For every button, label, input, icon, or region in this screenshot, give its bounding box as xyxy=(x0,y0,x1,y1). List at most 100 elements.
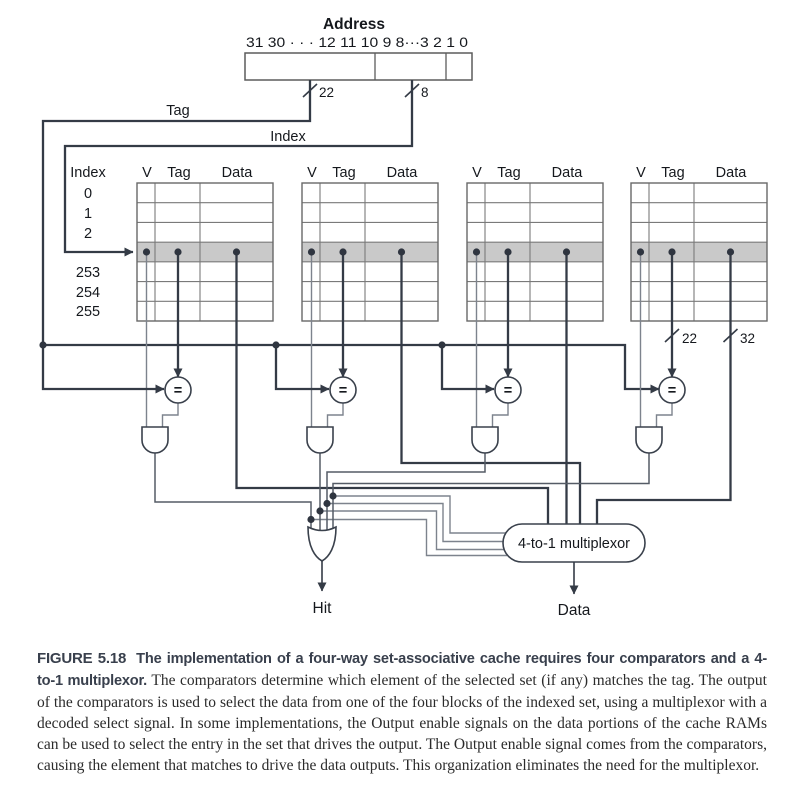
caption-body: The comparators determine which element … xyxy=(37,672,767,774)
data-line xyxy=(400,252,582,524)
bank-header-tag: Tag xyxy=(661,165,684,181)
mux-select-line xyxy=(320,510,506,551)
bank-header-v: V xyxy=(472,165,482,181)
row-label-254: 254 xyxy=(76,285,100,301)
selected-set-row xyxy=(137,242,273,262)
bank-header-data: Data xyxy=(222,165,254,181)
bank-table xyxy=(136,182,274,322)
cache-bank-4: V Tag Data = xyxy=(329,165,768,534)
comparator-symbol: = xyxy=(668,383,676,399)
address-box xyxy=(244,52,473,81)
bank-table xyxy=(301,182,439,322)
bank-header-v: V xyxy=(142,165,152,181)
mux-select-line xyxy=(333,495,507,534)
address-bit-labels: 31 30 · · · 12 11 10 9 8···3 2 1 0 xyxy=(246,35,468,50)
or-gate xyxy=(307,525,337,562)
bank-header-data: Data xyxy=(716,165,748,181)
and-output xyxy=(154,453,312,530)
comparator-3 xyxy=(494,376,522,404)
and-gate-4 xyxy=(635,426,663,454)
tag-width-label: 22 xyxy=(319,85,334,100)
comparator-symbol: = xyxy=(504,383,512,399)
figure-diagram: Address 31 30 · · · 12 11 10 9 8···3 2 1… xyxy=(39,16,768,619)
data-dot xyxy=(397,248,406,256)
comparator-1 xyxy=(164,376,192,404)
data-output-label: Data xyxy=(558,602,591,619)
caption-tag: FIGURE 5.18 xyxy=(37,650,127,667)
select-junction-dot xyxy=(307,515,315,524)
select-junction-dot xyxy=(323,499,331,508)
bank-header-tag: Tag xyxy=(332,165,355,181)
tag-bus-branch xyxy=(274,345,330,394)
tag-bus-junction-dot xyxy=(438,341,446,349)
tag-label: Tag xyxy=(166,103,189,119)
tag-dot xyxy=(339,248,347,256)
row-label-1: 1 xyxy=(84,206,92,222)
index-width-slash xyxy=(404,83,420,98)
bank-header-data: Data xyxy=(552,165,584,181)
data-bus-width-label: 32 xyxy=(740,331,755,346)
tag-bus-width-label: 22 xyxy=(682,331,697,346)
index-wire xyxy=(63,80,414,257)
valid-dot xyxy=(636,248,645,256)
data-dot xyxy=(232,248,241,256)
hit-label: Hit xyxy=(313,600,333,617)
tag-dot xyxy=(174,248,182,256)
and-output xyxy=(326,453,486,530)
index-width-label: 8 xyxy=(421,85,429,100)
and-gate-2 xyxy=(306,426,334,454)
mux-select-line xyxy=(311,518,507,557)
selected-set-row xyxy=(631,242,767,262)
bank-table xyxy=(466,182,604,322)
comparator-output xyxy=(491,403,509,427)
comparator-symbol: = xyxy=(339,383,347,399)
bank-header-v: V xyxy=(307,165,317,181)
cache-bank-2: V Tag Data = xyxy=(272,165,582,551)
mux-select-line xyxy=(327,502,505,543)
or-gate-body xyxy=(307,525,337,562)
valid-dot xyxy=(307,248,316,256)
select-junction-dot xyxy=(316,507,324,515)
tag-dot xyxy=(504,248,512,256)
tag-bus-branch xyxy=(440,345,495,394)
bank-header-v: V xyxy=(636,165,646,181)
data-line xyxy=(235,252,550,524)
data-line xyxy=(595,252,732,524)
selected-set-row xyxy=(467,242,603,262)
comparator-4 xyxy=(658,376,686,404)
row-label-255: 255 xyxy=(76,304,100,320)
bank-header-tag: Tag xyxy=(167,165,190,181)
bank-header-data: Data xyxy=(387,165,419,181)
cache-bank-3: V Tag Data = xyxy=(323,165,604,543)
mux-label: 4-to-1 multiplexor xyxy=(518,536,630,552)
comparator-symbol: = xyxy=(174,383,182,399)
index-column-header: Index xyxy=(70,165,106,181)
bank-table xyxy=(630,182,768,322)
comparator-output xyxy=(655,403,673,427)
tag-bus-junction-dot xyxy=(39,341,47,349)
data-dot xyxy=(726,248,735,256)
tag-bus-junction-dot xyxy=(272,341,280,349)
tag-bus-width-slash xyxy=(664,328,680,343)
and-gate-3 xyxy=(471,426,499,454)
comparator-2 xyxy=(329,376,357,404)
bank-header-tag: Tag xyxy=(497,165,520,181)
valid-dot xyxy=(472,248,481,256)
tag-bus-branch xyxy=(41,345,165,394)
comparator-output xyxy=(161,403,179,427)
address-title: Address xyxy=(323,16,385,33)
tag-width-slash xyxy=(302,83,318,98)
row-label-253: 253 xyxy=(76,265,100,281)
comparator-output xyxy=(326,403,344,427)
data-bus-width-slash xyxy=(722,328,739,343)
cache-bank-1: V Tag Data = xyxy=(39,165,550,557)
valid-dot xyxy=(142,248,151,256)
row-label-0: 0 xyxy=(84,186,92,202)
caption-heading: The implementation of a four-way set-ass… xyxy=(37,651,767,689)
select-junction-dot xyxy=(329,492,337,500)
tag-dot xyxy=(668,248,676,256)
index-label: Index xyxy=(270,129,306,145)
